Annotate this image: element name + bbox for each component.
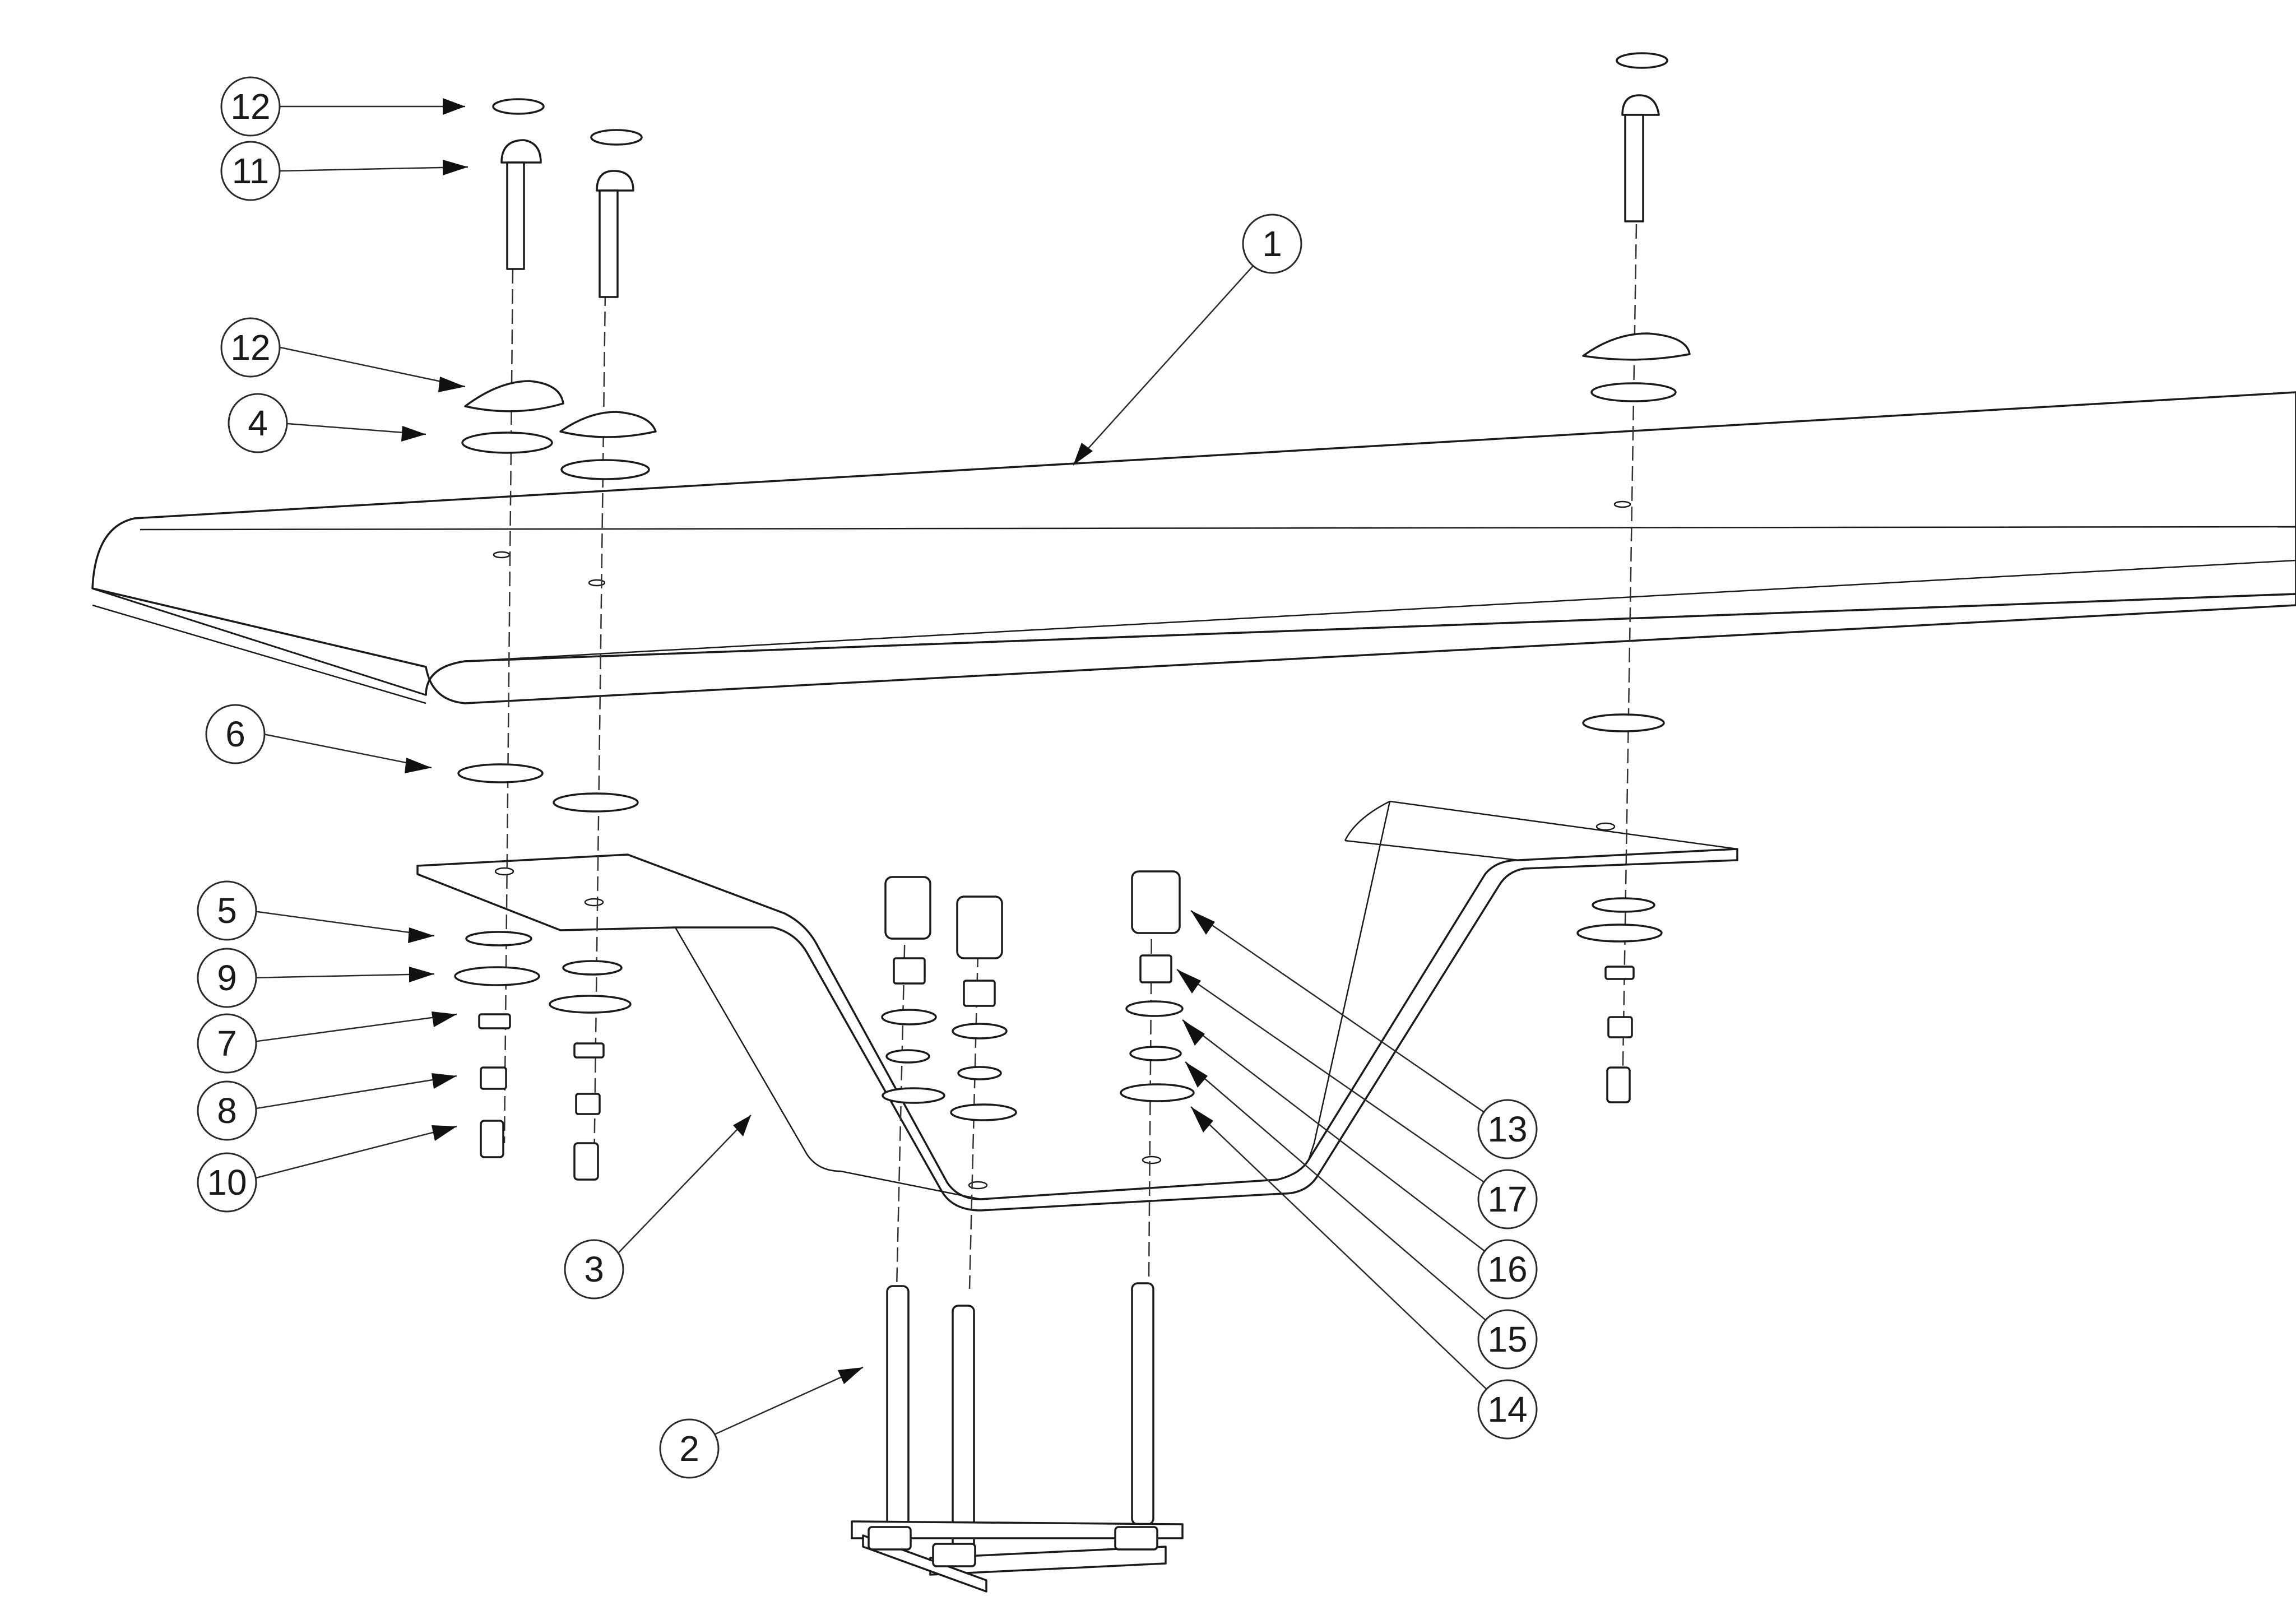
- callout-label: 1: [1262, 224, 1282, 264]
- bolt-shank: [506, 161, 525, 270]
- callout-label: 8: [217, 1090, 237, 1131]
- bracket-hole: [968, 1181, 988, 1190]
- plank-hole: [588, 579, 606, 587]
- callout-11: 11: [220, 141, 281, 201]
- lock-washer-7: [478, 1013, 511, 1029]
- callout-8: 8: [197, 1080, 257, 1141]
- callout-label: 15: [1487, 1319, 1527, 1359]
- callout-label: 6: [225, 714, 245, 754]
- bolt-head: [500, 139, 542, 164]
- callout-label: 16: [1487, 1249, 1527, 1289]
- callout-12-top: 12: [220, 76, 281, 137]
- washer-6: [457, 763, 544, 783]
- callout-label: 11: [232, 151, 269, 191]
- spacer-10: [480, 1120, 504, 1158]
- callout-16: 16: [1477, 1239, 1538, 1300]
- callout-label: 3: [584, 1249, 604, 1289]
- bracket-part: [416, 800, 1738, 1212]
- dome-washer: [464, 380, 564, 412]
- callout-4: 4: [228, 393, 288, 453]
- cap-12: [492, 98, 545, 115]
- callout-label: 2: [679, 1428, 699, 1469]
- left-fastener-stack-a: [454, 98, 564, 1158]
- axis-lines: [503, 224, 1638, 1289]
- callout-5: 5: [197, 880, 257, 941]
- callout-10: 10: [197, 1152, 257, 1213]
- callout-2: 2: [659, 1418, 720, 1479]
- callout-label: 5: [217, 890, 237, 931]
- plank-part: [91, 391, 2296, 704]
- left-fastener-stack-b: [549, 129, 657, 1181]
- leader-lines: [249, 105, 1505, 1447]
- plank-hole: [493, 551, 511, 559]
- callout-17: 17: [1477, 1169, 1538, 1229]
- bracket-hole: [1142, 1155, 1162, 1164]
- callout-15: 15: [1477, 1309, 1538, 1370]
- leader-arrows: [401, 98, 1215, 1384]
- callout-label: 17: [1487, 1179, 1527, 1219]
- callout-label: 14: [1487, 1389, 1527, 1430]
- plank-hole: [1613, 500, 1631, 508]
- callout-label: 4: [248, 403, 268, 443]
- callout-label: 12: [230, 86, 270, 127]
- callout-12-mid: 12: [220, 317, 281, 378]
- nut-8: [480, 1066, 507, 1090]
- washer-9: [454, 966, 540, 986]
- right-fastener-stack: [1576, 52, 1691, 1103]
- bracket-hole: [494, 867, 514, 876]
- center-fastener-stacks: [881, 870, 1195, 1121]
- washer-4: [461, 431, 553, 454]
- callout-13: 13: [1477, 1099, 1538, 1159]
- bracket-hole: [1595, 822, 1616, 831]
- callout-6: 6: [205, 704, 266, 764]
- callout-label: 12: [230, 327, 270, 368]
- callout-1: 1: [1242, 214, 1302, 274]
- bracket-hole: [584, 898, 604, 907]
- bottom-rod-assembly: [851, 1282, 1184, 1593]
- callout-7: 7: [197, 1013, 257, 1074]
- callout-label: 10: [207, 1162, 247, 1203]
- callout-label: 13: [1487, 1109, 1527, 1149]
- callout-label: 7: [217, 1023, 237, 1064]
- washer-5: [465, 931, 532, 946]
- callout-label: 9: [217, 958, 237, 998]
- callout-3: 3: [564, 1239, 624, 1300]
- callout-14: 14: [1477, 1379, 1538, 1440]
- callout-9: 9: [197, 948, 257, 1008]
